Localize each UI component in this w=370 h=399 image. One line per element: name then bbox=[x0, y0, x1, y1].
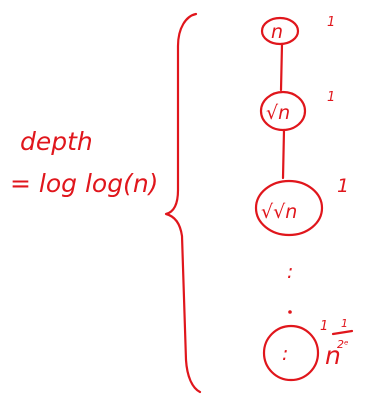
tree-node-level-1 bbox=[260, 16, 300, 46]
level-2-cost: 1 bbox=[327, 90, 335, 105]
leaf-exp-denominator: 2ᵉ bbox=[337, 338, 349, 351]
curly-brace bbox=[164, 12, 202, 394]
leaf-exp-fraction-bar bbox=[331, 329, 354, 336]
depth-label: depth = log log(n) bbox=[10, 127, 158, 198]
depth-label-line1: depth bbox=[20, 127, 93, 156]
level-1-cost: 1 bbox=[327, 15, 335, 30]
ellipsis-dot bbox=[288, 310, 292, 314]
leaf-expr-base: n bbox=[325, 341, 341, 370]
tree-node-level-3 bbox=[254, 179, 324, 237]
node-label-level-1: n bbox=[271, 21, 283, 43]
leaf-exp-numerator: 1 bbox=[341, 317, 348, 330]
leaf-cost: 1 bbox=[320, 319, 328, 334]
tree-node-leaf bbox=[262, 324, 320, 382]
node-label-level-2: √n bbox=[266, 102, 290, 124]
edge-level-2-to-3 bbox=[281, 128, 286, 180]
level-3-cost: 1 bbox=[337, 175, 349, 197]
leaf-node-dot: : bbox=[282, 343, 288, 365]
node-label-level-3: √√n bbox=[261, 201, 297, 223]
ellipsis-marker: : bbox=[287, 261, 293, 283]
edge-level-1-to-2 bbox=[279, 42, 284, 92]
depth-label-line2: = log log(n) bbox=[10, 169, 158, 198]
